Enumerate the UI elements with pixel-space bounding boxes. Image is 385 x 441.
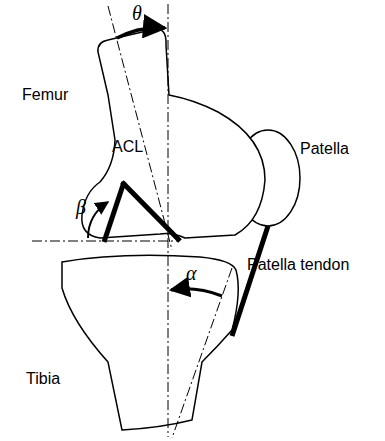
angle-symbol: θ (132, 2, 142, 24)
part-name: Tibia (26, 370, 60, 388)
beta-arc (88, 202, 108, 238)
vertical-axis (168, 4, 169, 437)
part-name: Patella tendon (247, 256, 349, 274)
angle-symbol: α (186, 262, 197, 284)
tibia-axis (172, 268, 232, 438)
part-name: ACL (112, 138, 143, 156)
femur-axis (108, 6, 172, 250)
acl-ligament (122, 182, 180, 241)
patella-tendon (232, 226, 268, 336)
angle-symbol: β (76, 196, 86, 218)
theta-arc (117, 28, 165, 38)
beta-line (104, 182, 124, 242)
alpha-arc (171, 289, 222, 296)
tibia-bone (62, 255, 238, 430)
part-name: Patella (300, 140, 349, 158)
femur-bone (82, 29, 265, 238)
part-name: Femur (22, 86, 68, 104)
